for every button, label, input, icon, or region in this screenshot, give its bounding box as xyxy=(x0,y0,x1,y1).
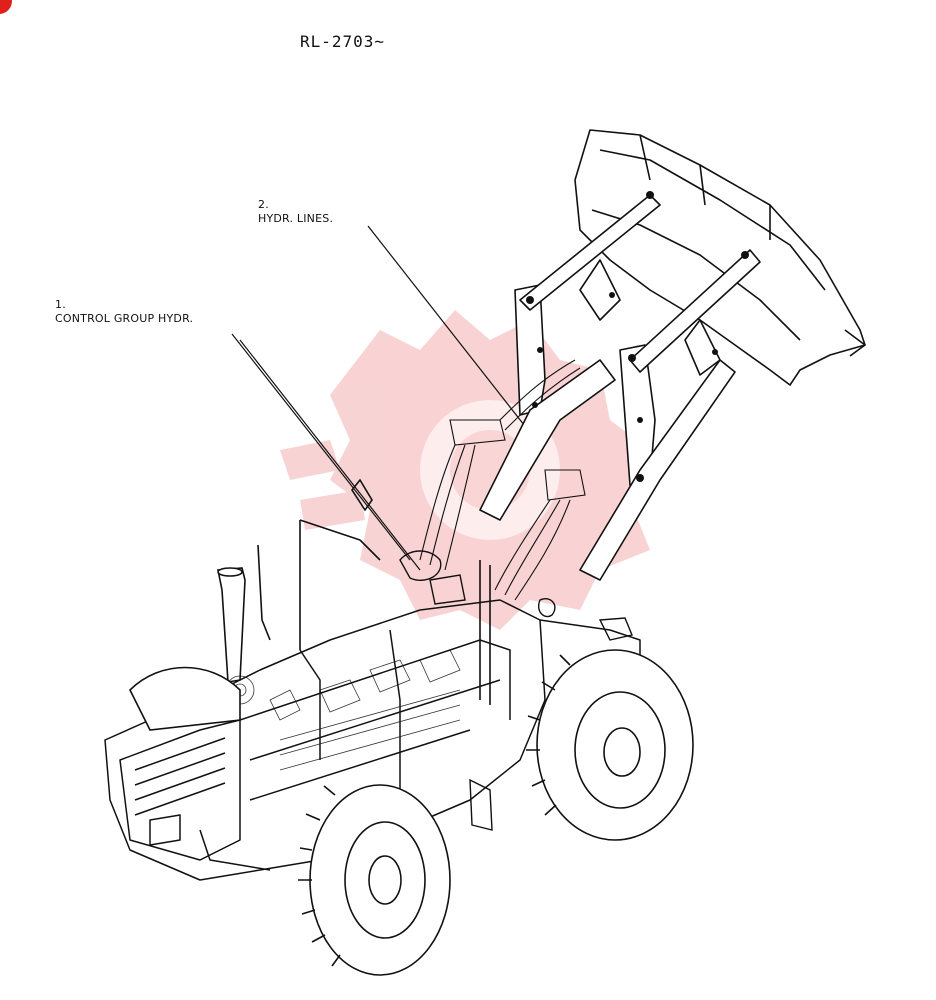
rear-left-wheel xyxy=(129,666,241,731)
callout-2: 2. HYDR. LINES. xyxy=(258,198,333,226)
front-right-wheel xyxy=(526,649,694,841)
leader-line-1a xyxy=(231,333,411,561)
hydraulic-lines xyxy=(419,359,586,601)
control-valve xyxy=(429,574,466,605)
chassis-body xyxy=(104,599,641,881)
front-left-wheel xyxy=(298,784,451,976)
exhaust-stack xyxy=(217,567,246,683)
mirror xyxy=(538,598,556,618)
cab-frame xyxy=(257,478,491,705)
callout-1-number: 1. xyxy=(55,298,66,311)
steering-wheel xyxy=(399,550,442,581)
bucket xyxy=(574,129,866,386)
callout-1-text: CONTROL GROUP HYDR. xyxy=(55,312,194,325)
callout-2-number: 2. xyxy=(258,198,269,211)
step xyxy=(469,778,493,831)
page-title: RL-2703~ xyxy=(300,32,386,51)
lift-arms xyxy=(479,194,761,581)
light xyxy=(598,617,633,641)
leader-line-2 xyxy=(367,225,529,431)
callout-2-text: HYDR. LINES. xyxy=(258,212,334,225)
callout-1: 1. CONTROL GROUP HYDR. xyxy=(55,298,193,326)
leader-line-1b xyxy=(239,339,421,571)
